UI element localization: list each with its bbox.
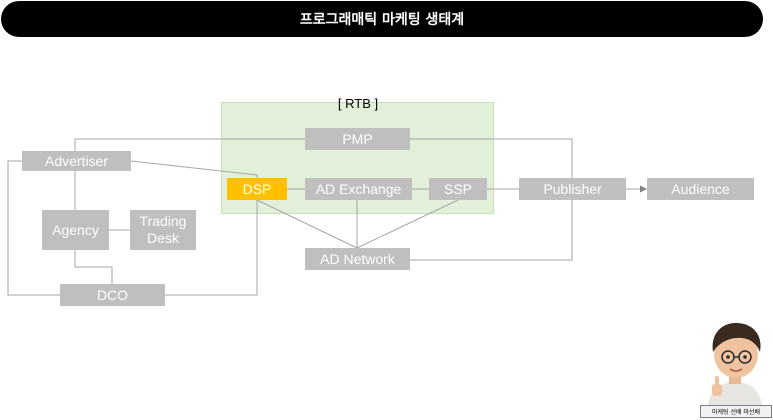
- line-dsp-adnetwork: [256, 199, 358, 249]
- node-ad-network: AD Network: [305, 248, 410, 270]
- author-badge: 마케팅 선배 마선배: [700, 405, 772, 418]
- node-publisher: Publisher: [519, 178, 626, 200]
- rtb-zone-label: [ RTB ]: [337, 96, 379, 111]
- line-advertiser-dsp: [130, 160, 258, 178]
- line-ssp-adnetwork: [356, 199, 459, 249]
- line-pmp-publisher: [410, 138, 573, 178]
- node-dsp: DSP: [227, 178, 287, 200]
- page-title: 프로그래매틱 마케팅 생태계: [1, 1, 763, 37]
- arrowhead-audience: [640, 185, 647, 193]
- node-ssp: SSP: [429, 178, 487, 200]
- node-trading-desk: Trading Desk: [130, 210, 196, 250]
- line-advertiser-pmp: [74, 138, 305, 151]
- node-advertiser: Advertiser: [22, 151, 131, 171]
- trading-desk-line2: Desk: [147, 230, 179, 246]
- node-agency: Agency: [42, 210, 109, 250]
- node-pmp: PMP: [305, 128, 410, 150]
- trading-desk-line1: Trading: [139, 213, 187, 229]
- node-ad-exchange: AD Exchange: [305, 178, 412, 200]
- line-dco-dsp: [165, 200, 258, 296]
- line-advertiser-dco: [7, 160, 60, 296]
- mascot-avatar-image: [708, 322, 762, 406]
- node-dco: DCO: [60, 284, 165, 306]
- line-publisher-adnetwork: [410, 200, 573, 261]
- node-audience: Audience: [647, 178, 754, 200]
- line-agency-dco: [74, 250, 113, 284]
